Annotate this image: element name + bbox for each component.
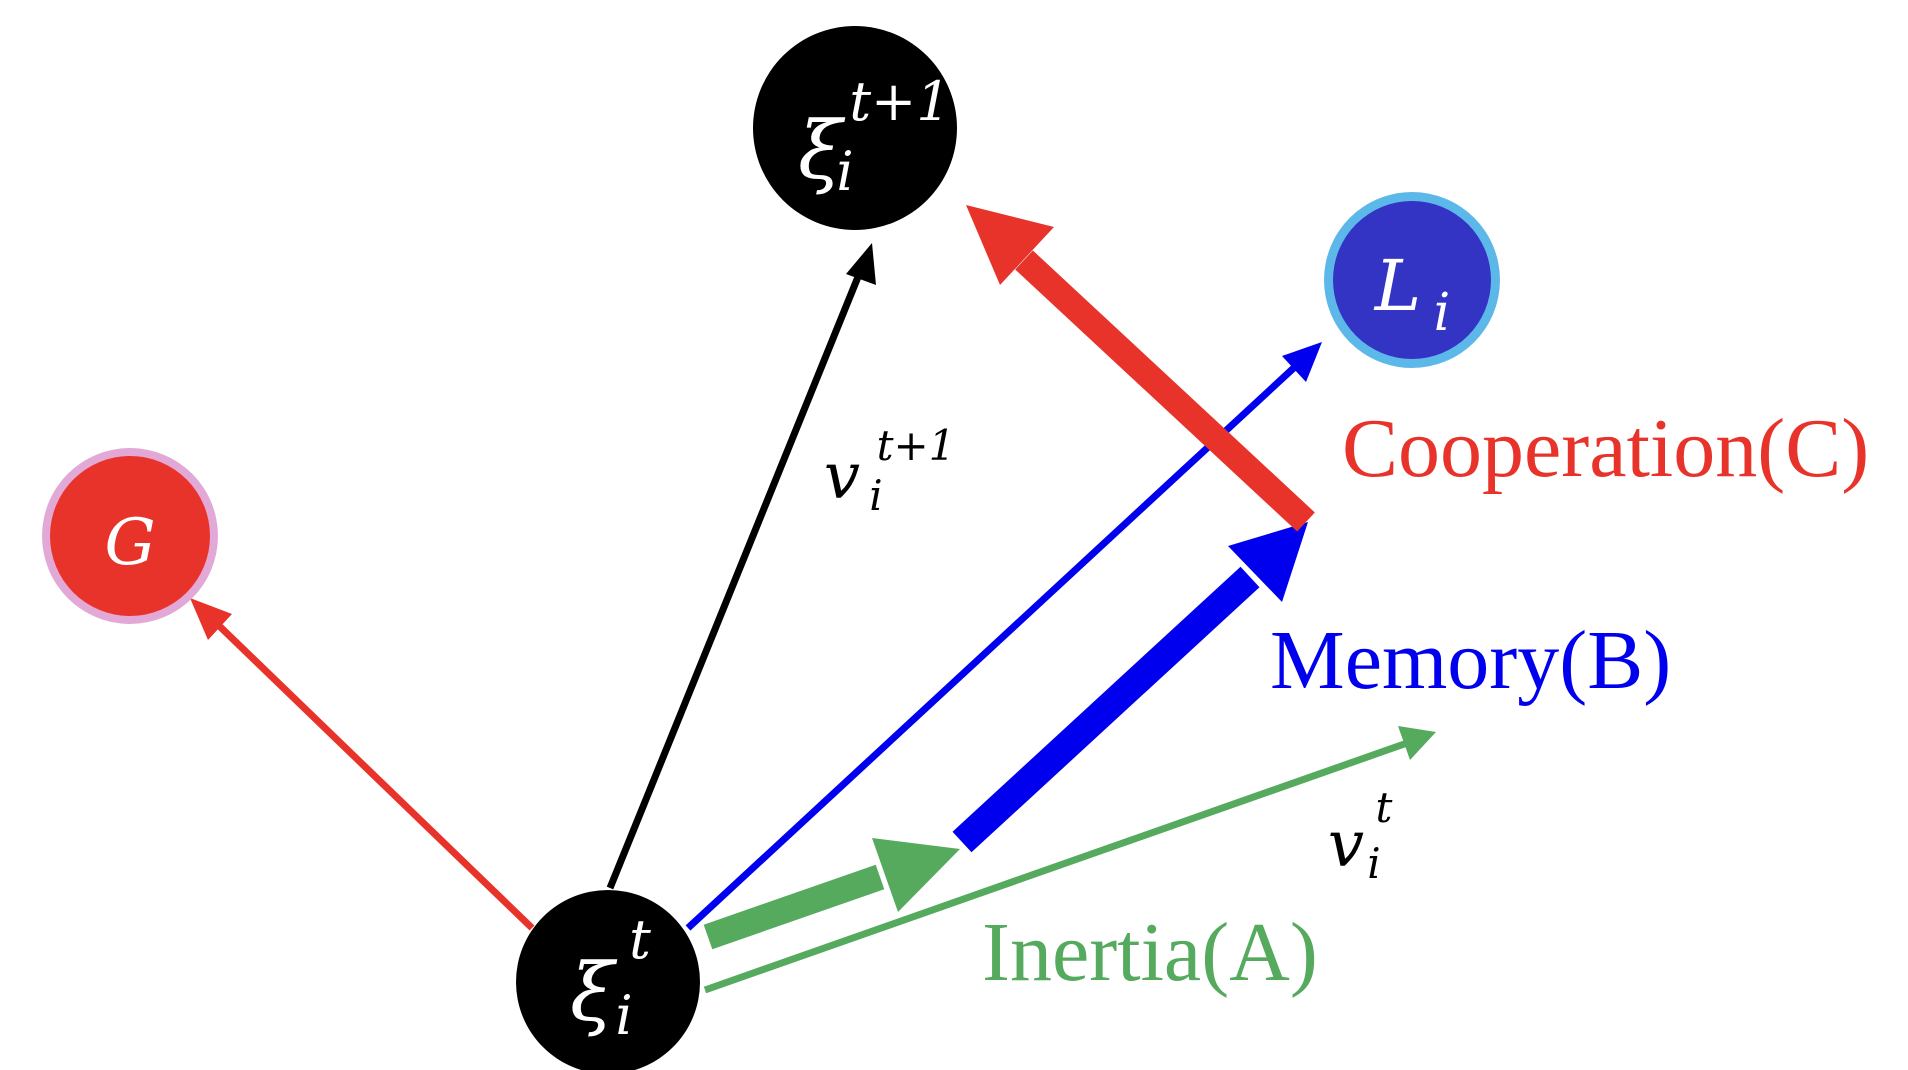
global-best-vector	[190, 598, 535, 931]
current-position-node: ξ i t	[516, 890, 700, 1070]
current-velocity-vector	[703, 726, 1436, 994]
next-velocity-subscript: i	[869, 471, 882, 520]
next-velocity-superscript: t+1	[877, 421, 956, 470]
local-best-subscript: i	[1434, 283, 1451, 343]
current-position-superscript: t	[629, 908, 651, 971]
inertia-label: Inertia(A)	[982, 906, 1318, 999]
current-position-symbol: ξ	[570, 946, 618, 1039]
global-best-symbol: G	[104, 506, 155, 580]
local-best-vector	[685, 342, 1322, 931]
global-best-node: G	[42, 448, 218, 624]
current-velocity-superscript: t	[1376, 783, 1393, 832]
next-velocity-vector	[606, 243, 876, 890]
cooperation-vector	[966, 205, 1315, 532]
local-best-node: L i	[1324, 192, 1500, 368]
next-position-symbol: ξ	[798, 104, 846, 197]
next-position-subscript: i	[836, 140, 853, 203]
current-position-subscript: i	[615, 984, 632, 1047]
next-velocity-label: v i t+1	[824, 421, 955, 520]
current-velocity-label: v i t	[1328, 783, 1393, 888]
current-velocity-symbol: v	[1328, 808, 1364, 882]
current-velocity-subscript: i	[1367, 839, 1380, 888]
next-position-node: ξ i t+1	[753, 26, 957, 230]
memory-label: Memory(B)	[1270, 614, 1671, 707]
next-position-superscript: t+1	[849, 70, 950, 133]
memory-vector	[952, 522, 1308, 853]
next-velocity-symbol: v	[824, 440, 860, 514]
inertia-vector	[703, 838, 960, 950]
local-best-symbol: L	[1373, 245, 1421, 327]
cooperation-label: Cooperation(C)	[1342, 402, 1869, 495]
